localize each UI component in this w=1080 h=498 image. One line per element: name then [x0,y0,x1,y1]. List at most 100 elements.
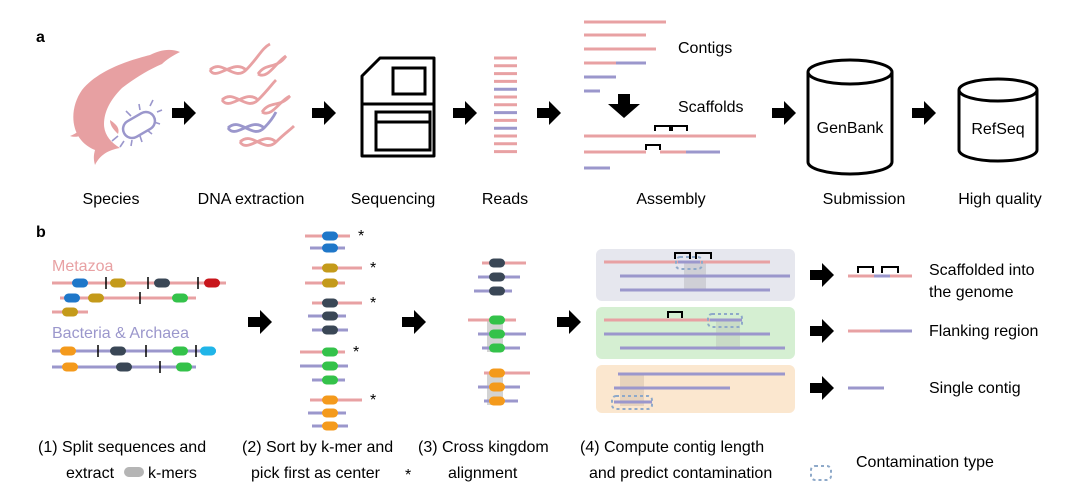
assembly-scaffolds [584,125,756,170]
step-sequencing: Sequencing [351,191,436,208]
kmer [200,346,216,356]
step-high-quality: High quality [958,191,1042,208]
type-scaffolded-line1: Scaffolded into [929,262,1035,279]
step-assembly: Assembly [636,191,705,208]
metazoa-label: Metazoa [52,258,113,275]
kmer [489,315,505,325]
kmer [322,395,338,405]
sequencer-icon [360,56,436,158]
kmer [62,362,78,372]
contamination-type-label: Contamination type [856,454,994,471]
step3-caption-line1: (3) Cross kingdom [418,439,549,456]
arrow-icon [537,101,561,125]
kmer [322,325,338,335]
step3-caption-line2: alignment [448,465,518,482]
type-flanking: Flanking region [929,323,1038,340]
kmer [60,346,76,356]
kmer [489,343,505,353]
cross-kingdom-group [468,258,530,406]
refseq-database-icon [957,77,1039,163]
arrow-icon [810,319,834,343]
scaffold-bracket [695,252,712,259]
contamination-box [707,313,743,328]
scaffolded-type-icon [848,266,912,278]
arrow-icon [172,101,196,125]
panel-a-label: a [36,29,45,46]
dna-icon [208,42,295,147]
contigs-label: Contigs [678,40,732,57]
bacterium-icon [111,99,163,148]
kmer [489,286,505,296]
arrow-icon [557,310,581,334]
kmer [116,362,132,372]
type-single-contig: Single contig [929,380,1021,397]
kmer [322,408,338,418]
refseq-label: RefSeq [971,121,1024,138]
arrow-icon [810,263,834,287]
step-submission: Submission [823,191,906,208]
kmer [489,396,505,406]
step-dna-extraction: DNA extraction [198,191,305,208]
arrow-icon [312,101,336,125]
step1-caption-kmers: k-mers [148,465,197,482]
center-star: * [370,260,376,277]
contamination-box [675,256,703,270]
type-scaffolded-line2: the genome [929,284,1014,301]
kmer [489,382,505,392]
kmer [110,278,126,288]
kmer [88,293,104,303]
split-sequences-group [52,277,226,373]
scaffold-bracket [674,252,691,259]
kmer [489,272,505,282]
step4-caption-line2: and predict contamination [589,465,772,482]
step4-caption-line1: (4) Compute contig length [580,439,764,456]
sorted-kmers-group: * * * * * [300,228,376,431]
kmer [172,293,188,303]
center-star: * [353,344,359,361]
kmer [322,278,338,288]
step1-caption-line1: (1) Split sequences and [38,439,206,456]
kmer [322,421,338,431]
step2-caption-line1: (2) Sort by k-mer and [242,439,393,456]
kmer [489,258,505,268]
kmer [322,347,338,357]
arrow-icon [810,376,834,400]
bacteria-archaea-label: Bacteria & Archaea [52,325,189,342]
scaffold-bracket [667,311,683,318]
contig-length-group [604,252,790,410]
arrow-icon [402,310,426,334]
kmer [62,307,78,317]
arrow-icon [453,101,477,125]
kmer [322,243,338,253]
kmer [322,375,338,385]
genbank-database-icon [806,58,894,176]
kmer [154,278,170,288]
kmer [322,361,338,371]
kmer [322,311,338,321]
kmer [322,298,338,308]
kmer [489,368,505,378]
center-star: * [370,295,376,312]
center-star: * [358,228,364,245]
kmer [172,346,188,356]
kmer [64,293,80,303]
kmer [72,278,88,288]
center-star: * [370,392,376,409]
reads-stack [494,56,517,154]
contamination-box-icon [810,465,832,481]
kmer [322,263,338,273]
center-star: * [405,467,411,484]
step-reads: Reads [482,191,528,208]
kmer [204,278,220,288]
step2-caption-line2: pick first as center [251,465,381,482]
arrow-icon [248,310,272,334]
kmer [489,329,505,339]
kmer [176,362,192,372]
genbank-label: GenBank [817,120,885,137]
arrow-icon [912,101,936,125]
dolphin-icon [70,49,180,165]
step-species: Species [83,191,140,208]
assembly-contigs [584,20,666,93]
down-arrow-icon [608,94,640,118]
